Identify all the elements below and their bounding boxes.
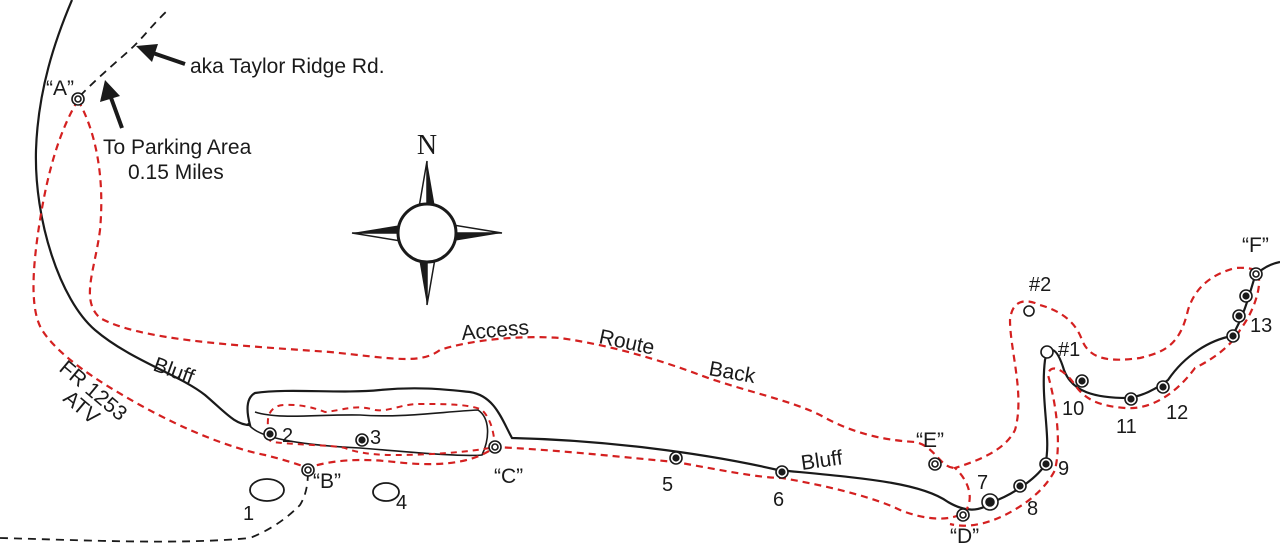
taylor-ridge-road <box>79 9 169 97</box>
stop-1-label: 1 <box>243 503 254 525</box>
back-label: Back <box>707 357 757 388</box>
trail-return-leg <box>949 273 1261 527</box>
stop-13b-marker <box>1232 309 1246 323</box>
stop-8-marker <box>1013 479 1027 493</box>
stop-6-marker <box>775 465 789 479</box>
waypoint-b-label: “B” <box>313 470 341 493</box>
arrow-icon-parking <box>100 80 124 129</box>
stop-markers <box>263 289 1253 511</box>
parking-label-line2: 0.15 Miles <box>128 161 224 184</box>
waypoint-markers <box>71 92 1263 522</box>
stop-10-marker <box>1075 374 1089 388</box>
stop-3-marker <box>355 433 369 447</box>
trail-main-loop <box>32 99 1259 520</box>
bluff-label-right: Bluff <box>799 446 844 475</box>
stop-9-label: 9 <box>1058 458 1069 480</box>
feature-1-sinkhole <box>249 478 285 502</box>
stop-4-label: 4 <box>396 492 407 514</box>
waypoint-a-marker <box>71 92 85 106</box>
waypoint-e-marker <box>928 457 942 471</box>
waypoint-f-marker <box>1249 267 1263 281</box>
waypoint-c-label: “C” <box>494 465 523 488</box>
stop-5-label: 5 <box>662 474 673 496</box>
stop-2-label: 2 <box>282 425 293 447</box>
fr-road-bottom <box>0 469 309 543</box>
waypoint-a-label: “A” <box>46 77 74 100</box>
waypoint-f-label: “F” <box>1242 234 1269 257</box>
parking-label-line1: To Parking Area <box>103 136 252 159</box>
stop-11-marker <box>1124 392 1138 406</box>
stop-11-label: 11 <box>1116 416 1137 438</box>
feature-4-sinkhole <box>372 482 400 502</box>
stop-13a-marker <box>1226 329 1240 343</box>
road-aka-label: aka Taylor Ridge Rd. <box>190 55 385 78</box>
waypoint-b-marker <box>301 463 315 477</box>
bluff-outcrop <box>247 409 489 457</box>
stop-7-marker <box>981 493 999 511</box>
compass-north-label: N <box>417 130 437 161</box>
stop-2-marker <box>263 427 277 441</box>
compass-rose-icon <box>351 160 503 306</box>
waypoint-d-label: “D” <box>950 525 979 548</box>
feature-hash-2-label: #2 <box>1029 274 1051 296</box>
feature-hash-1-marker <box>1040 345 1054 359</box>
waypoint-c-marker <box>488 440 502 454</box>
stop-5-marker <box>669 451 683 465</box>
stop-9-marker <box>1039 457 1053 471</box>
route-label: Route <box>597 325 657 359</box>
bluff-label-left: Bluff <box>150 353 197 389</box>
stop-6-label: 6 <box>773 489 784 511</box>
bluff-line <box>34 0 1280 511</box>
feature-hash-2-marker <box>1023 305 1035 317</box>
stop-12-marker <box>1156 380 1170 394</box>
feature-hash-1-label: #1 <box>1058 339 1080 361</box>
waypoint-d-marker <box>956 508 970 522</box>
stop-13c-marker <box>1239 289 1253 303</box>
stop-7-label: 7 <box>977 472 988 494</box>
stop-10-label: 10 <box>1062 398 1084 420</box>
stop-8-label: 8 <box>1027 498 1038 520</box>
access-route-back <box>77 99 956 470</box>
arrow-icon-road <box>136 44 186 66</box>
trail-outcrop-loop <box>266 402 497 457</box>
access-label: Access <box>460 316 529 345</box>
stop-12-label: 12 <box>1166 402 1188 424</box>
stop-13-label: 13 <box>1250 315 1272 337</box>
stop-3-label: 3 <box>370 427 381 449</box>
waypoint-e-label: “E” <box>916 429 944 452</box>
